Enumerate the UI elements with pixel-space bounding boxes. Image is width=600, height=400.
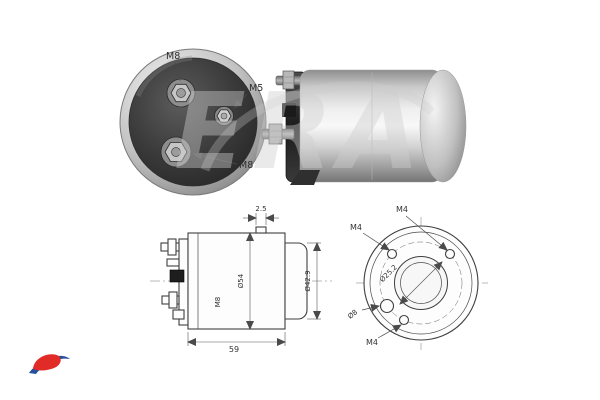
label-m4-lower: M4 <box>366 338 378 347</box>
dim-body-diameter: Ø54 <box>237 273 245 288</box>
rear-inner-ring <box>369 231 473 335</box>
label-hole-diameter: Ø8 <box>346 308 359 320</box>
side-connector <box>166 258 180 267</box>
dim-overall-length: 59 <box>229 345 239 354</box>
rear-hole-m4-upper-right <box>444 248 456 260</box>
dim-cover-diameter: Ø42.9 <box>304 270 312 291</box>
rear-hole-dia8 <box>379 298 395 314</box>
leader-m8-bottom <box>193 151 238 165</box>
front-stud-m8-top <box>166 78 196 108</box>
leader-dia8 <box>361 303 380 312</box>
side-rib <box>255 226 267 234</box>
side-terminal-block <box>169 269 185 283</box>
dim-rib-width: 2.5 <box>255 205 266 213</box>
leader-m8-top <box>174 61 182 81</box>
photo-mount-bracket <box>290 170 320 185</box>
photo-terminal-block <box>282 103 296 117</box>
side-stud-bottom-nut <box>168 291 178 309</box>
label-m8-top: M8 <box>166 51 180 62</box>
leader-m4-upper-right <box>405 215 448 251</box>
side-foot <box>172 309 185 320</box>
photo-stud-bottom <box>261 123 295 145</box>
leader-m4-lower <box>377 324 402 339</box>
side-view-drawing: 2.5 Ø54 Ø42.9 59 M8 <box>150 205 332 354</box>
side-body <box>187 232 286 330</box>
label-m8-bottom: M8 <box>239 160 253 171</box>
photo-stud-top <box>275 70 303 90</box>
brand-logo <box>29 354 70 374</box>
label-m5: M5 <box>249 83 263 94</box>
product-photo <box>261 69 467 185</box>
leader-m5 <box>233 93 248 109</box>
rear-hole-m4-upper-left <box>386 248 398 260</box>
dim-stud-thread: M8 <box>214 297 222 308</box>
leader-m4-upper-left <box>362 232 390 251</box>
rear-hole-m4-lower <box>398 314 410 326</box>
rear-view-drawing: M4 M4 M4 Ø8 Ø25.2 <box>346 205 488 350</box>
dim-line-boss <box>399 261 443 305</box>
brand-logo-red-swoosh <box>33 354 61 371</box>
photo-dome-end <box>419 69 467 183</box>
watermark-text: ERA <box>174 71 426 193</box>
side-front-cover <box>284 242 308 320</box>
side-stud-top-nut <box>167 238 177 256</box>
watermark-swirl <box>200 81 436 172</box>
label-m4-upper-left: M4 <box>350 223 362 232</box>
front-stud-m5 <box>214 106 234 126</box>
label-m4-upper-right: M4 <box>396 205 408 214</box>
rear-bolt-circle <box>379 241 463 325</box>
watermark: ERA <box>174 71 436 193</box>
front-stud-m8-bottom <box>160 136 192 168</box>
front-view: M8 M5 M8 <box>119 48 267 196</box>
face-highlight <box>135 55 193 98</box>
